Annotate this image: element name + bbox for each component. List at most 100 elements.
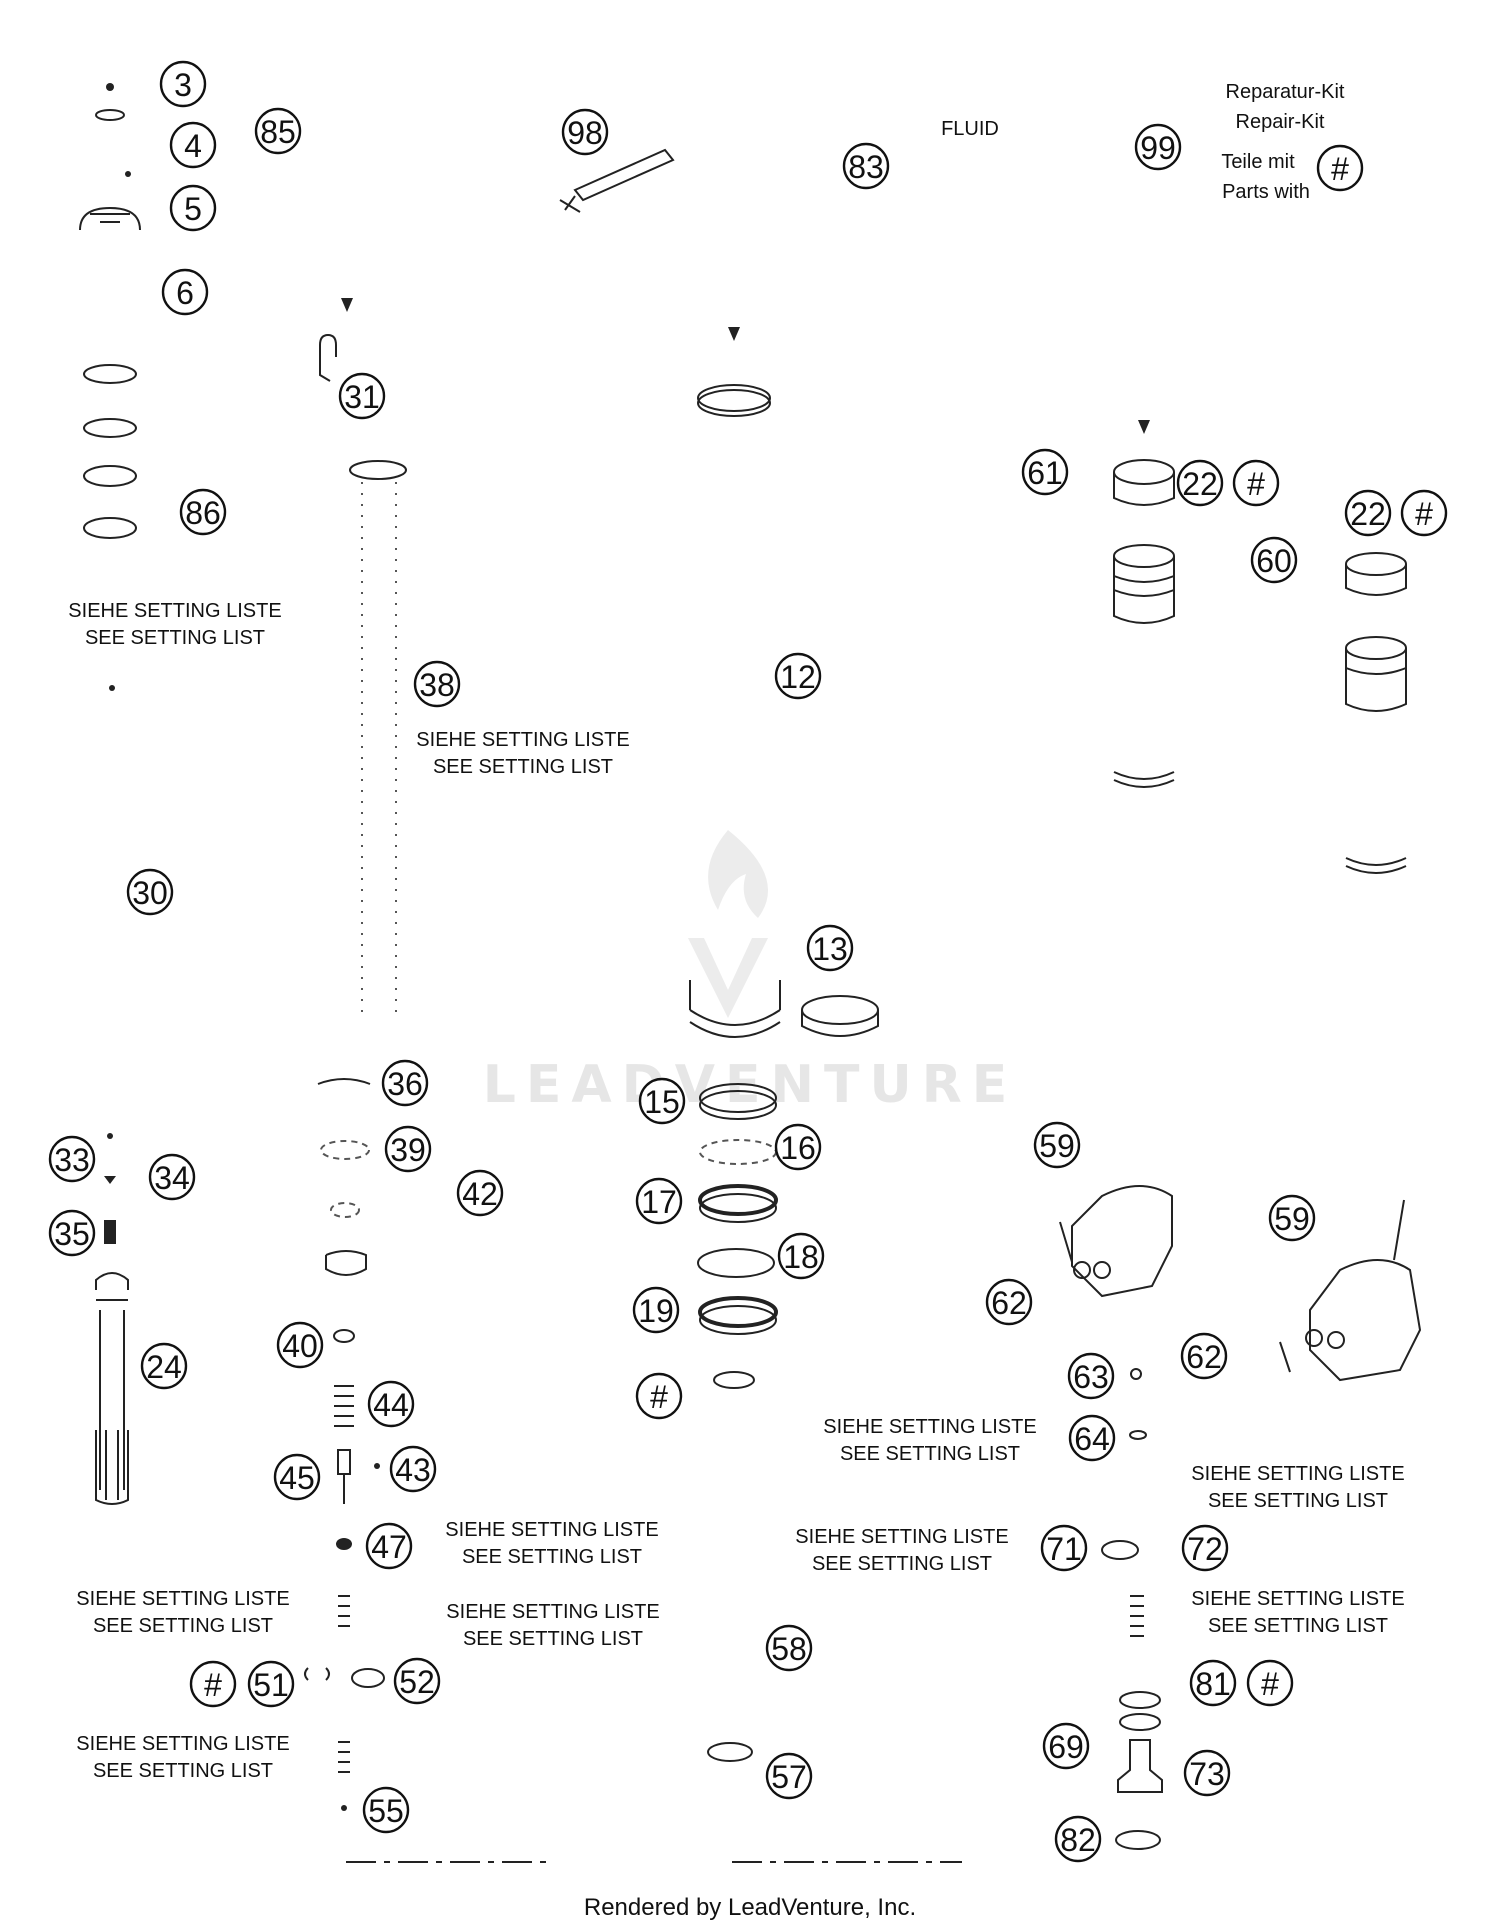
callout-circle [1246,1659,1294,1707]
parts-with-de: Teile mit [1221,151,1295,173]
part-callout: 36 [381,1059,429,1107]
part-callout: 73 [1183,1749,1231,1797]
part-callout: 40 [276,1321,324,1369]
callout-circle [48,1135,96,1183]
callout-number: 59 [1274,1201,1310,1237]
callout-number: 42 [462,1176,498,1212]
callout-number: 47 [371,1529,407,1565]
callout-circle [638,1077,686,1125]
part-callout: 43 [389,1445,437,1493]
part-callout: 6 [161,268,209,316]
leadventure-watermark: LEADVENTURE [483,830,1007,1115]
callout-number: 60 [1256,543,1292,579]
callout-number: 16 [780,1130,816,1166]
callout-number: # [1247,466,1265,502]
setting-note-en: SEE SETTING LIST [812,1553,992,1575]
setting-note-de: SIEHE SETTING LISTE [445,1519,658,1541]
callout-number: 24 [146,1349,182,1385]
setting-note-de: SIEHE SETTING LISTE [76,1733,289,1755]
setting-note-de: SIEHE SETTING LISTE [1191,1463,1404,1485]
callout-number: 57 [771,1759,807,1795]
setting-note-de: SIEHE SETTING LISTE [446,1601,659,1623]
part-callout: 81 [1189,1659,1237,1707]
callout-circle [1042,1722,1090,1770]
repair-kit-marker: # [1316,144,1364,192]
callout-number: 61 [1027,455,1063,491]
repair-kit-en: Repair-Kit [1236,111,1325,133]
part-callout: 98 [561,108,609,156]
callout-circle [148,1153,196,1201]
callout-circle [1040,1524,1088,1572]
part-callout: 62 [1180,1332,1228,1380]
part-callout: 17 [635,1177,683,1225]
callout-circle [48,1209,96,1257]
callout-circle [247,1660,295,1708]
callout-circle [1189,1659,1237,1707]
callout-number: 31 [344,379,380,415]
setting-note-en: SEE SETTING LIST [93,1760,273,1782]
callout-circle [1134,123,1182,171]
callout-circle [1068,1414,1116,1462]
callout-number: 85 [260,114,296,150]
repair-kit-de: Reparatur-Kit [1226,81,1345,103]
callout-number: 13 [812,931,848,967]
callout-circle [1180,1332,1228,1380]
callout-number: 44 [373,1387,409,1423]
part-callout: 13 [806,924,854,972]
callout-number: 12 [780,659,816,695]
part-callout: 31 [338,372,386,420]
callout-circle [1400,489,1448,537]
parts-with-en: Parts with [1222,181,1310,203]
setting-note-en: SEE SETTING LIST [93,1615,273,1637]
part-callout: 22 [1344,489,1392,537]
part-callout: 34 [148,1153,196,1201]
repair-kit-marker: # [1400,489,1448,537]
callout-circle [985,1278,1033,1326]
part-drawings [79,83,1422,1863]
part-callout: 5 [169,184,217,232]
callout-circle [169,184,217,232]
footer-credit: Rendered by LeadVenture, Inc. [584,1894,916,1921]
callout-circle [632,1286,680,1334]
part-callout: 85 [254,107,302,155]
part-callout: 69 [1042,1722,1090,1770]
callout-circle [842,142,890,190]
part-callout: 22 [1176,459,1224,507]
callout-number: 22 [1182,466,1218,502]
callout-number: 5 [184,191,202,227]
part-callout: 3 [159,60,207,108]
setting-note-de: SIEHE SETTING LISTE [795,1526,1008,1548]
callout-number: 43 [395,1452,431,1488]
setting-note-de: SIEHE SETTING LISTE [823,1416,1036,1438]
callout-number: 30 [132,875,168,911]
callout-number: 3 [174,67,192,103]
part-callout: 38 [413,660,461,708]
callout-number: 72 [1187,1531,1223,1567]
part-callout: 44 [367,1380,415,1428]
callout-number: 33 [54,1142,90,1178]
callout-number: 45 [279,1460,315,1496]
part-callout: 86 [179,488,227,536]
part-callout: 82 [1054,1815,1102,1863]
part-callout: 51 [247,1660,295,1708]
part-callout: 42 [456,1169,504,1217]
callout-circle [362,1786,410,1834]
callout-number: 51 [253,1667,289,1703]
callout-circle [806,924,854,972]
callout-circle [774,652,822,700]
part-callout: 59 [1033,1121,1081,1169]
callout-circle [140,1342,188,1390]
callout-number: 38 [419,667,455,703]
callout-number: 99 [1140,130,1176,166]
callout-number: 73 [1189,1756,1225,1792]
callout-circle [273,1453,321,1501]
callout-number: 17 [641,1184,677,1220]
callout-circle [254,107,302,155]
part-callout: 16 [774,1123,822,1171]
callout-number: # [1261,1666,1279,1702]
part-callout: 58 [765,1624,813,1672]
callout-circle [1033,1121,1081,1169]
callout-circle [774,1123,822,1171]
callout-number: 98 [567,115,603,151]
setting-note-en: SEE SETTING LIST [463,1628,643,1650]
